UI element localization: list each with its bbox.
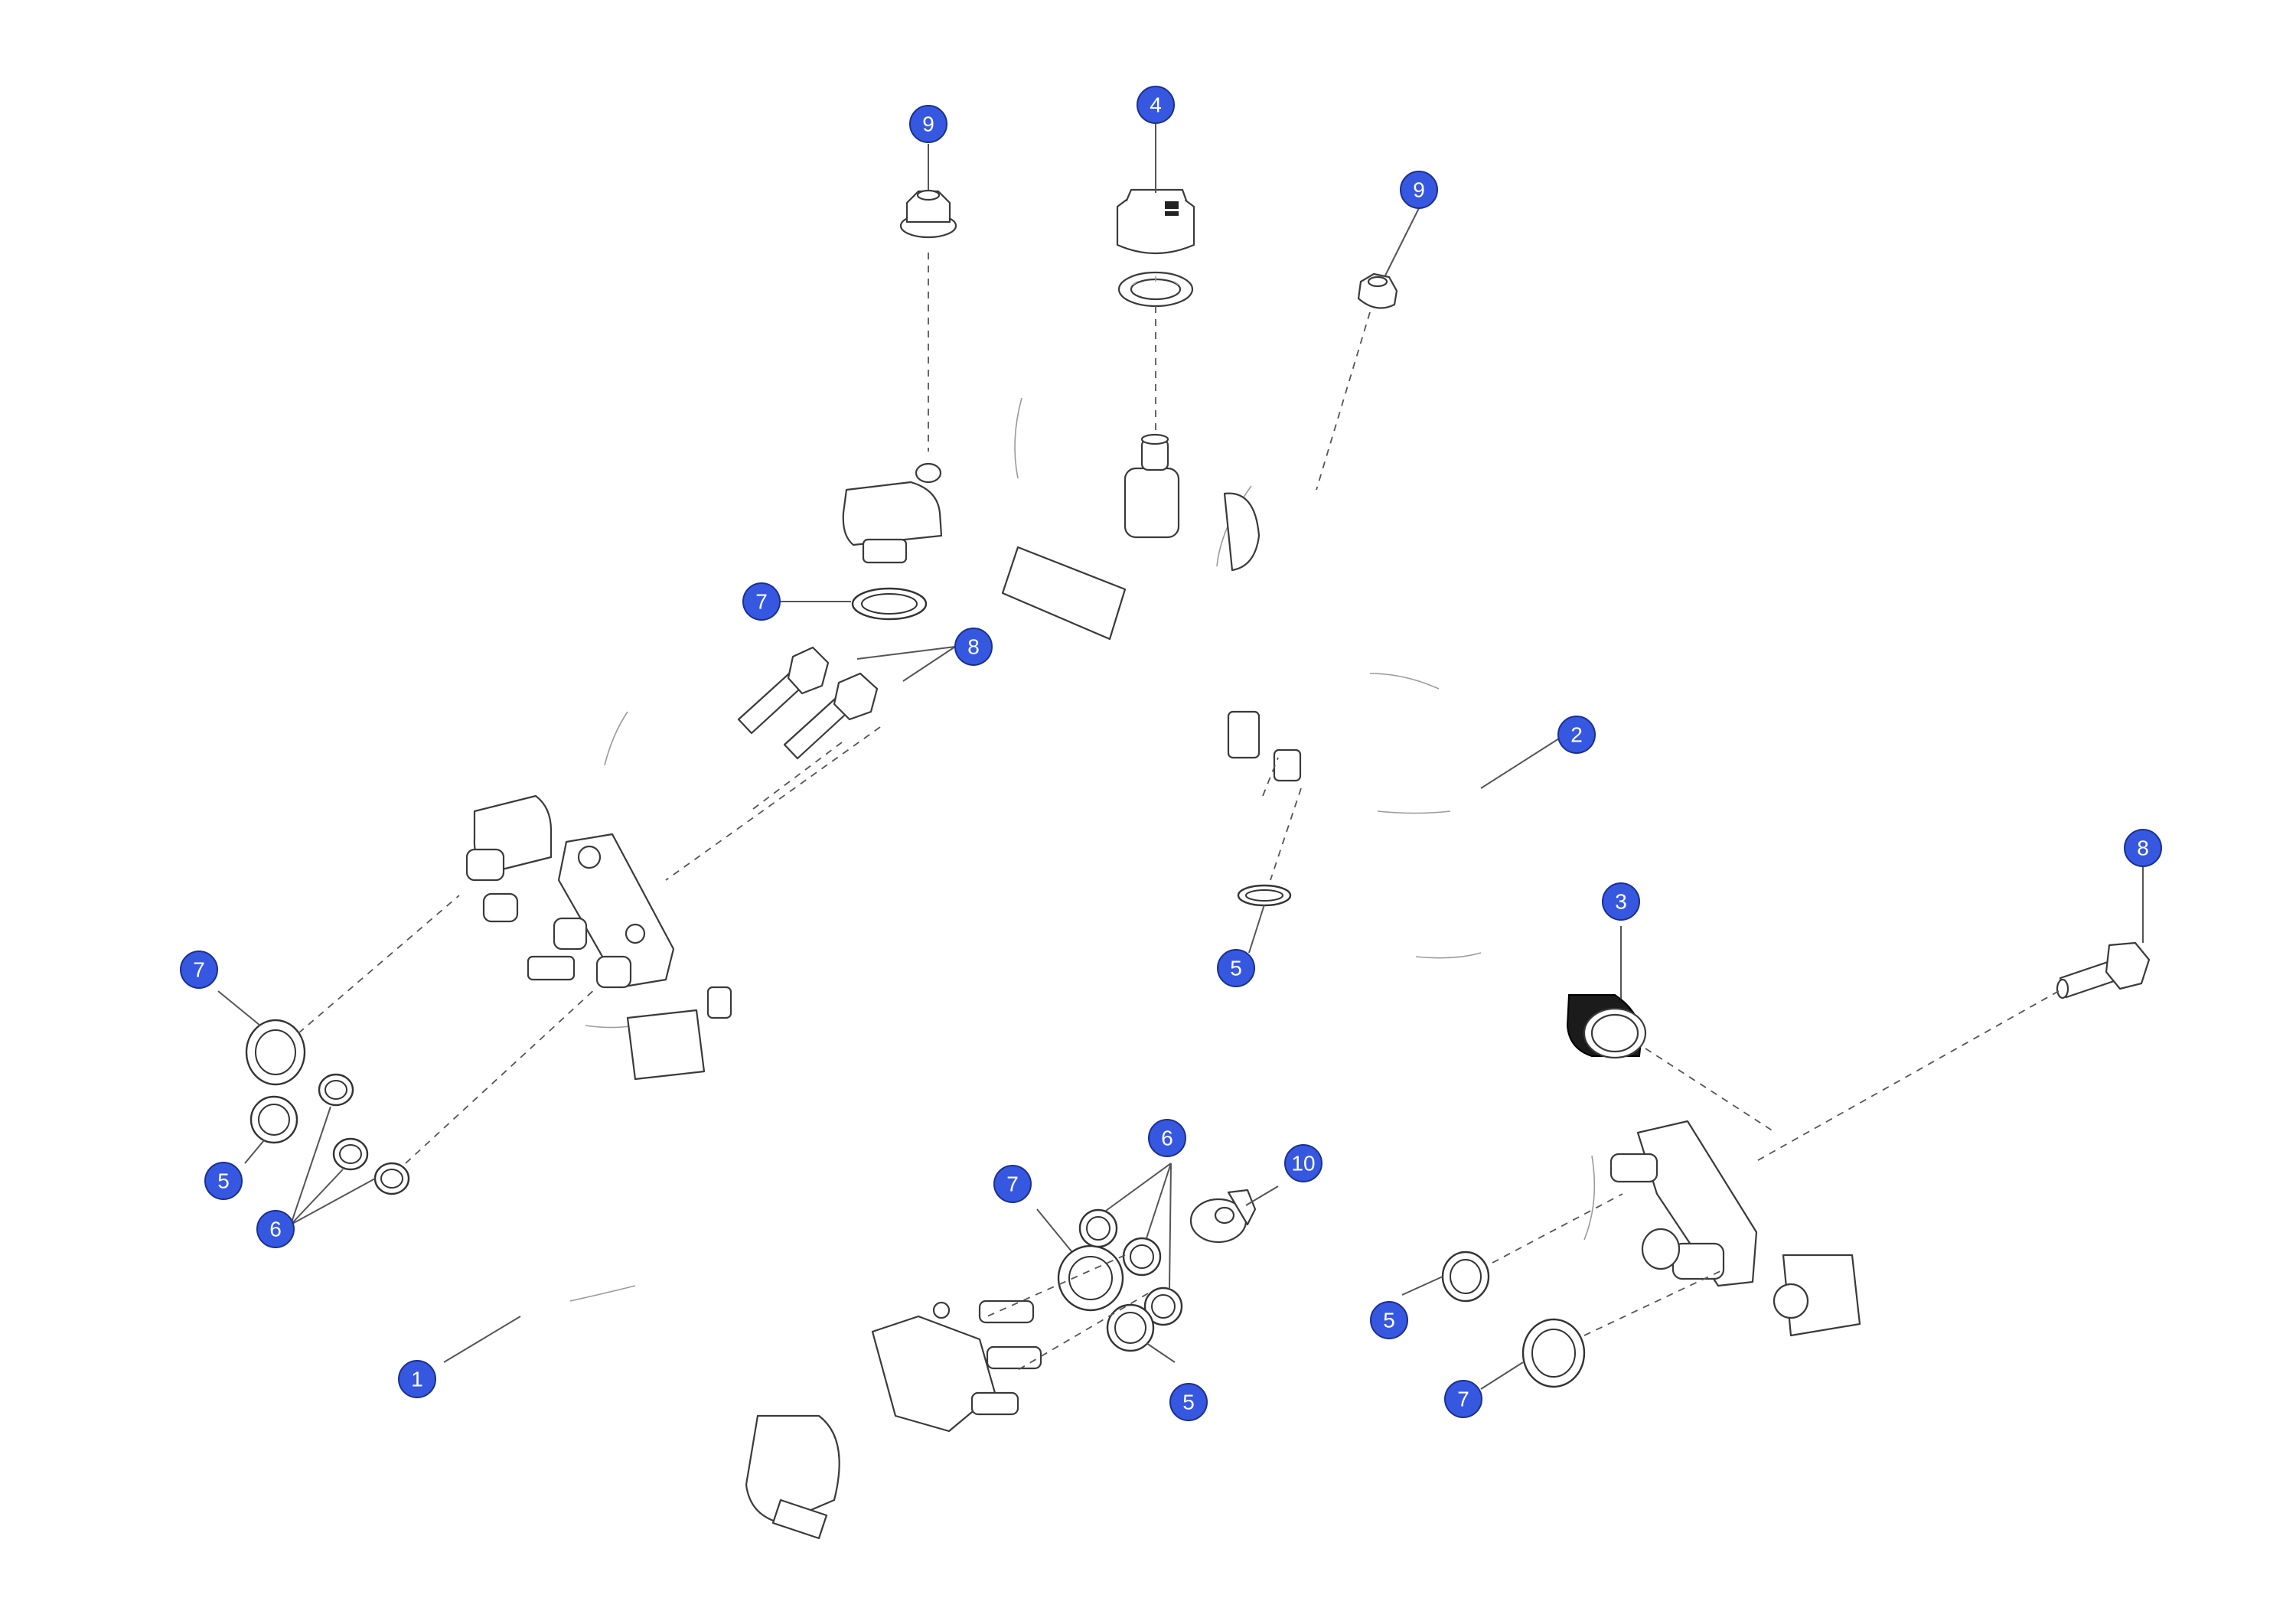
alignment-lines <box>298 253 2060 1371</box>
washer-10 <box>1189 1189 1257 1244</box>
callout-7-right-label: 7 <box>1457 1388 1469 1411</box>
seal-ring-6-center <box>1078 1208 1183 1326</box>
callout-2[interactable]: 2 <box>1557 716 1596 754</box>
callout-4[interactable]: 4 <box>1137 86 1175 124</box>
callout-5-center-label: 5 <box>1182 1391 1195 1414</box>
hose-assembly-1 <box>465 693 1042 1547</box>
callout-1[interactable]: 1 <box>398 1360 436 1398</box>
callout-7-top[interactable]: 7 <box>742 582 781 621</box>
callout-8-right[interactable]: 8 <box>2124 829 2162 867</box>
callout-5-left[interactable]: 5 <box>204 1162 243 1200</box>
callout-5-mid[interactable]: 5 <box>1217 949 1255 987</box>
seal-ring-5-mid <box>1237 884 1292 907</box>
callout-7-top-label: 7 <box>755 590 768 614</box>
seal-ring-7-right <box>1521 1318 1586 1388</box>
callout-6-center[interactable]: 6 <box>1148 1119 1186 1157</box>
callout-5-right-label: 5 <box>1383 1309 1395 1332</box>
callout-9-right[interactable]: 9 <box>1400 171 1438 209</box>
callout-5-center[interactable]: 5 <box>1169 1383 1208 1421</box>
bolt-8-right <box>2056 941 2151 1000</box>
callout-5-left-label: 5 <box>217 1169 230 1193</box>
callout-8-left[interactable]: 8 <box>954 628 993 666</box>
nut-9-right <box>1357 272 1398 309</box>
callout-3[interactable]: 3 <box>1602 882 1640 921</box>
callout-5-mid-label: 5 <box>1230 957 1242 980</box>
cap-4 <box>1116 188 1195 308</box>
hose-assembly-2 <box>842 358 2000 1414</box>
leader-lines <box>217 124 2144 1390</box>
filter-3 <box>1566 994 1647 1059</box>
callout-9-left-label: 9 <box>922 113 934 136</box>
callout-5-right[interactable]: 5 <box>1370 1301 1408 1339</box>
seal-ring-6-left <box>318 1073 410 1195</box>
callout-7-center-label: 7 <box>1006 1172 1019 1196</box>
callout-7-right[interactable]: 7 <box>1444 1380 1482 1418</box>
seal-ring-5-center <box>1106 1303 1155 1352</box>
callout-9-right-label: 9 <box>1413 178 1425 202</box>
seal-ring-5-left <box>249 1095 298 1144</box>
callout-6-left[interactable]: 6 <box>256 1210 295 1248</box>
seal-ring-7-center <box>1057 1244 1124 1312</box>
seal-ring-7-left <box>245 1019 306 1086</box>
seal-ring-5-right <box>1441 1251 1490 1303</box>
callout-7-left-label: 7 <box>193 958 205 982</box>
bolt-8-pair <box>737 646 879 760</box>
callout-3-label: 3 <box>1615 890 1627 914</box>
callout-9-left[interactable]: 9 <box>909 105 947 143</box>
callout-7-left[interactable]: 7 <box>180 951 218 989</box>
seal-ring-7-top <box>851 587 928 621</box>
callout-8-right-label: 8 <box>2137 836 2149 860</box>
callouts: 1 2 3 4 5 5 5 5 6 6 7 7 <box>180 86 2162 1421</box>
callout-7-center[interactable]: 7 <box>993 1165 1032 1203</box>
callout-10-label: 10 <box>1291 1152 1315 1176</box>
callout-2-label: 2 <box>1570 723 1583 747</box>
callout-1-label: 1 <box>411 1368 423 1391</box>
callout-6-center-label: 6 <box>1161 1127 1173 1150</box>
callout-10[interactable]: 10 <box>1284 1144 1322 1182</box>
nut-9-left <box>899 189 957 239</box>
callout-8-left-label: 8 <box>967 635 980 659</box>
callout-6-left-label: 6 <box>269 1218 282 1241</box>
callout-4-label: 4 <box>1150 93 1162 117</box>
